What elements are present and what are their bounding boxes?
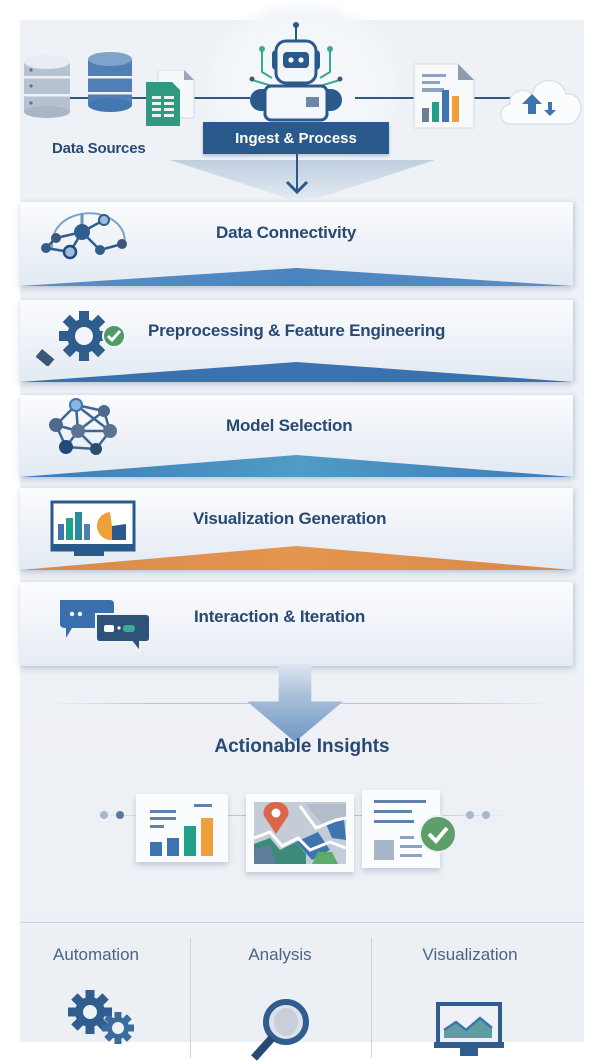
down-arrow-icon (285, 154, 309, 195)
stage-label: Model Selection (226, 416, 353, 435)
stage-label: Preprocessing & Feature Engineering (148, 321, 446, 340)
infographic-panel: Data Sources Ingest & Process (20, 0, 584, 1061)
magnifier-icon (251, 999, 309, 1061)
stage-accent-wedge (20, 268, 573, 286)
footer-label-analysis: Analysis (248, 945, 312, 964)
flow-down-arrow (247, 664, 343, 742)
cloud-sync-icon (500, 79, 582, 125)
stage-model-selection: Model Selection (20, 395, 573, 477)
network-icon (41, 212, 127, 260)
monitor-chart-icon (50, 500, 136, 556)
database-icon (24, 55, 70, 118)
footer-divider (20, 922, 584, 923)
stage-interaction-iteration: Interaction & Iteration (20, 582, 573, 666)
insight-card-map[interactable] (246, 794, 354, 872)
map-pin-icon (253, 802, 347, 864)
monitor-area-chart-icon (434, 1002, 504, 1056)
report-chart-icon (413, 63, 475, 129)
neural-network-icon (49, 398, 117, 455)
stage-label: Visualization Generation (193, 509, 387, 528)
column-divider (190, 938, 191, 1058)
stage-preprocessing: Preprocessing & Feature Engineering (20, 300, 573, 382)
footer-label-visualization: Visualization (422, 945, 518, 964)
ingest-process-banner: Ingest & Process (203, 122, 389, 154)
stage-visualization-generation: Visualization Generation (20, 488, 573, 570)
data-sources-label: Data Sources (52, 140, 146, 157)
connector-dot (116, 811, 124, 819)
connector-dot (466, 811, 474, 819)
insight-card-approval[interactable] (362, 790, 457, 868)
spreadsheet-icon (146, 70, 195, 126)
chat-bubbles-icon (60, 600, 151, 655)
insight-card-report[interactable] (136, 794, 228, 862)
footer-label-automation: Automation (53, 945, 139, 964)
approved-document-icon (374, 800, 457, 860)
gears-icon (68, 990, 134, 1044)
connector-dot (100, 811, 108, 819)
connector-line (40, 97, 250, 99)
stage-label: Data Connectivity (216, 223, 357, 242)
connector-dot (482, 811, 490, 819)
insights-title: Actionable Insights (214, 736, 390, 757)
gear-check-icon (36, 311, 126, 366)
stage-data-connectivity: Data Connectivity (20, 202, 573, 286)
bar-report-icon (150, 804, 213, 856)
robot-icon (249, 22, 343, 122)
column-divider (371, 938, 372, 1058)
database-icon (88, 52, 132, 112)
stage-label: Interaction & Iteration (194, 607, 366, 626)
